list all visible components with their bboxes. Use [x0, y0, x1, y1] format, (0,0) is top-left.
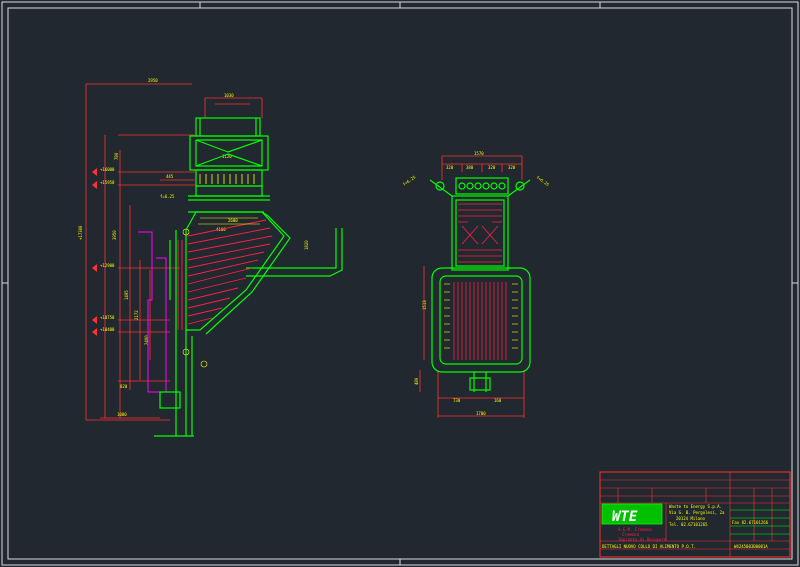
svg-text:1820: 1820: [304, 240, 309, 250]
drawing-number: W4245003B0081A: [734, 544, 768, 549]
svg-text:480: 480: [414, 377, 419, 385]
svg-text:f=6.25: f=6.25: [160, 194, 175, 199]
svg-text:380: 380: [466, 165, 474, 170]
svg-text:2950: 2950: [148, 78, 158, 83]
svg-text:160: 160: [494, 398, 502, 403]
svg-text:445: 445: [166, 174, 174, 179]
front-view-right: 1570 320 380 320 320 730 160 1700 1513 4…: [402, 151, 551, 418]
svg-text:1120: 1120: [222, 154, 232, 159]
svg-text:1495: 1495: [124, 290, 129, 300]
svg-text:f=6.25: f=6.25: [402, 174, 417, 187]
section-view-left: 2950 +17300 +16000 +15950 +12900 +10750 …: [78, 78, 343, 437]
svg-text:+16000: +16000: [100, 167, 115, 172]
svg-text:320: 320: [488, 165, 496, 170]
client-name: A.E.M. Cremona: [618, 527, 652, 532]
svg-text:+15950: +15950: [100, 180, 115, 185]
company-address: Via G. B. Pergolesi, 2a: [669, 510, 725, 515]
svg-text:820: 820: [120, 384, 128, 389]
svg-text:f=6.25: f=6.25: [535, 175, 550, 188]
svg-text:+10400: +10400: [100, 327, 115, 332]
svg-text:3950: 3950: [112, 230, 117, 240]
company-city: 20124 Milano: [676, 516, 705, 521]
svg-text:+12900: +12900: [100, 263, 115, 268]
title-block: [599, 471, 791, 558]
company-phone: Tel. 02.67101265: [669, 522, 708, 527]
company-fax: Fax 02.67101266: [732, 520, 769, 525]
svg-text:730: 730: [453, 398, 461, 403]
svg-text:320: 320: [508, 165, 516, 170]
svg-text:2600: 2600: [228, 218, 238, 223]
svg-text:+17300: +17300: [78, 225, 83, 240]
svg-text:1513: 1513: [422, 300, 427, 310]
svg-text:1700: 1700: [476, 411, 486, 416]
site-name: Cremona: [622, 532, 639, 537]
svg-text:2172: 2172: [134, 310, 139, 320]
wte-logo: WTE: [612, 509, 638, 525]
svg-text:1570: 1570: [474, 151, 484, 156]
svg-text:1030: 1030: [224, 93, 234, 98]
drawing-title: DETTAGLI NUOVO COLLO DI ALIMENTO P.O.T.: [602, 544, 696, 549]
svg-text:320: 320: [446, 165, 454, 170]
svg-text:780: 780: [114, 152, 119, 160]
project-name: Impianto di Recupero: [618, 537, 667, 542]
svg-text:1000: 1000: [117, 412, 127, 417]
svg-text:2400: 2400: [144, 335, 149, 345]
svg-text:+10750: +10750: [100, 315, 115, 320]
svg-text:WTE: WTE: [612, 509, 638, 525]
company-name: Waste to Energy S.p.A.: [669, 504, 722, 509]
sheet-border-inner: [7, 7, 793, 560]
